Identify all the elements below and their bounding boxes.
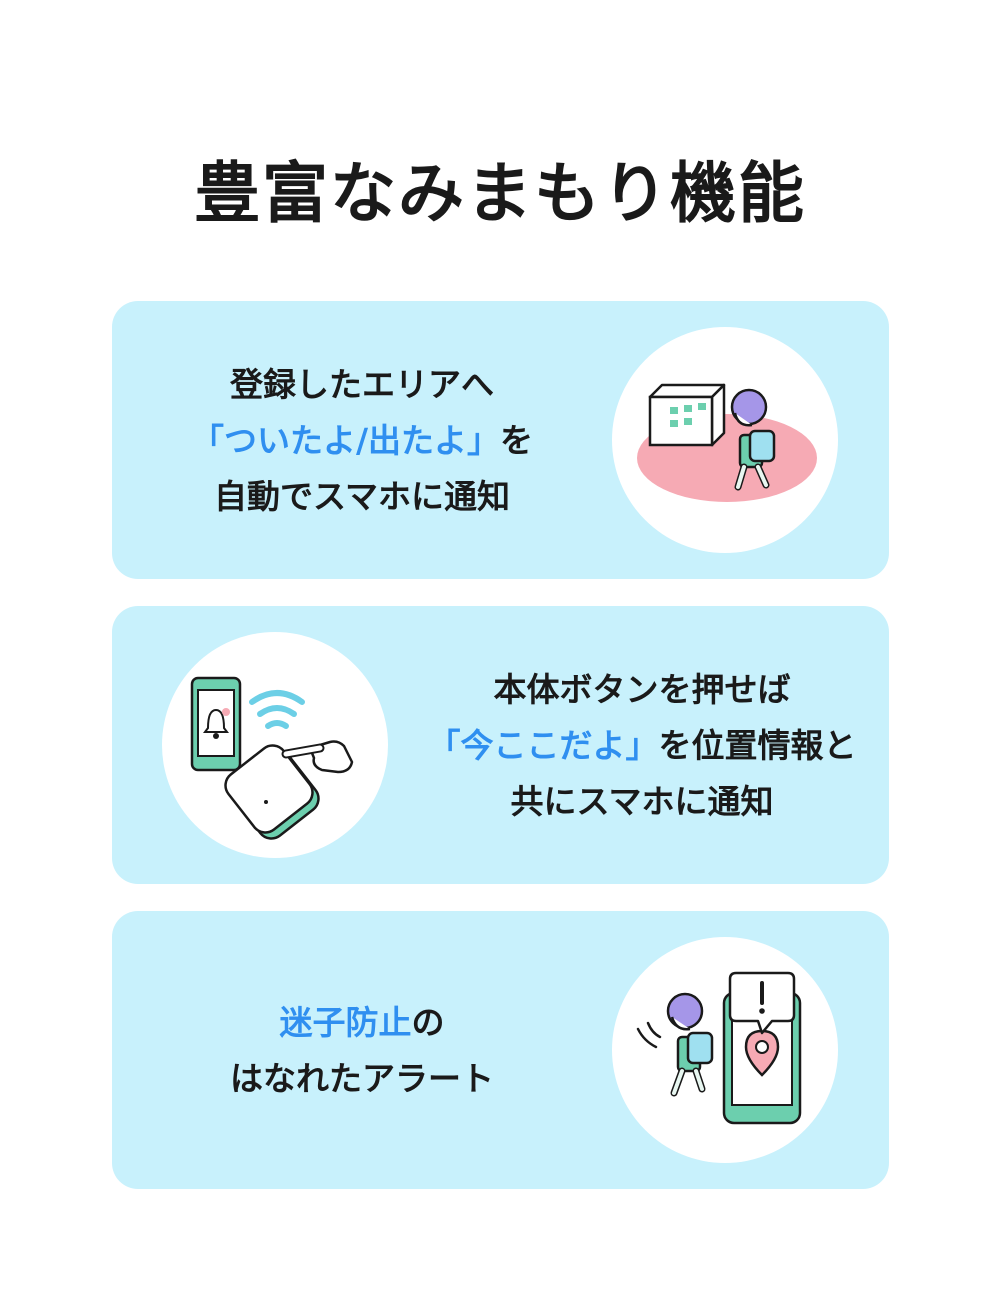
highlight-text: 迷子防止 bbox=[279, 1003, 412, 1042]
child-leaving-area-icon bbox=[637, 383, 817, 502]
feature-text-line: 登録したエリアへ bbox=[142, 357, 582, 413]
feature-card-button-notification: 本体ボタンを押せば 「今ここだよ」を位置情報と 共にスマホに通知 bbox=[112, 606, 889, 884]
text-segment: 登録したエリアへ bbox=[230, 365, 494, 404]
feature-text-line: 本体ボタンを押せば bbox=[402, 662, 882, 718]
feature-text-line: 共にスマホに通知 bbox=[402, 774, 882, 830]
text-segment: を位置情報と bbox=[658, 726, 857, 765]
feature-text-line: 「ついたよ/出たよ」を bbox=[142, 413, 582, 469]
separation-alert-illustration bbox=[612, 937, 838, 1163]
page-title: 豊富なみまもり機能 bbox=[194, 155, 806, 232]
highlight-text: 「ついたよ/出たよ」 bbox=[190, 421, 501, 460]
text-segment: 本体ボタンを押せば bbox=[493, 670, 791, 709]
text-segment: 自動でスマホに通知 bbox=[213, 477, 510, 516]
feature-card-area-notification: 登録したエリアへ 「ついたよ/出たよ」を 自動でスマホに通知 bbox=[112, 301, 889, 579]
feature-text-line: はなれたアラート bbox=[142, 1051, 582, 1107]
text-segment: の bbox=[411, 1003, 445, 1042]
feature-text: 本体ボタンを押せば 「今ここだよ」を位置情報と 共にスマホに通知 bbox=[402, 662, 882, 830]
feature-text: 登録したエリアへ 「ついたよ/出たよ」を 自動でスマホに通知 bbox=[142, 357, 582, 525]
text-segment: を bbox=[500, 421, 534, 460]
feature-text-line: 迷子防止の bbox=[142, 995, 582, 1051]
child-leaving-area-illustration bbox=[612, 327, 838, 553]
device-button-icon bbox=[190, 676, 354, 840]
text-segment: はなれたアラート bbox=[230, 1059, 494, 1098]
feature-card-separation-alert: 迷子防止の はなれたアラート bbox=[112, 911, 889, 1189]
feature-text-line: 自動でスマホに通知 bbox=[142, 469, 582, 525]
device-button-notification-illustration bbox=[162, 632, 388, 858]
highlight-text: 「今ここだよ」 bbox=[427, 726, 659, 765]
text-segment: 共にスマホに通知 bbox=[510, 782, 774, 821]
feature-text-line: 「今ここだよ」を位置情報と bbox=[402, 718, 882, 774]
separation-alert-icon bbox=[636, 971, 802, 1125]
feature-text: 迷子防止の はなれたアラート bbox=[142, 995, 582, 1107]
